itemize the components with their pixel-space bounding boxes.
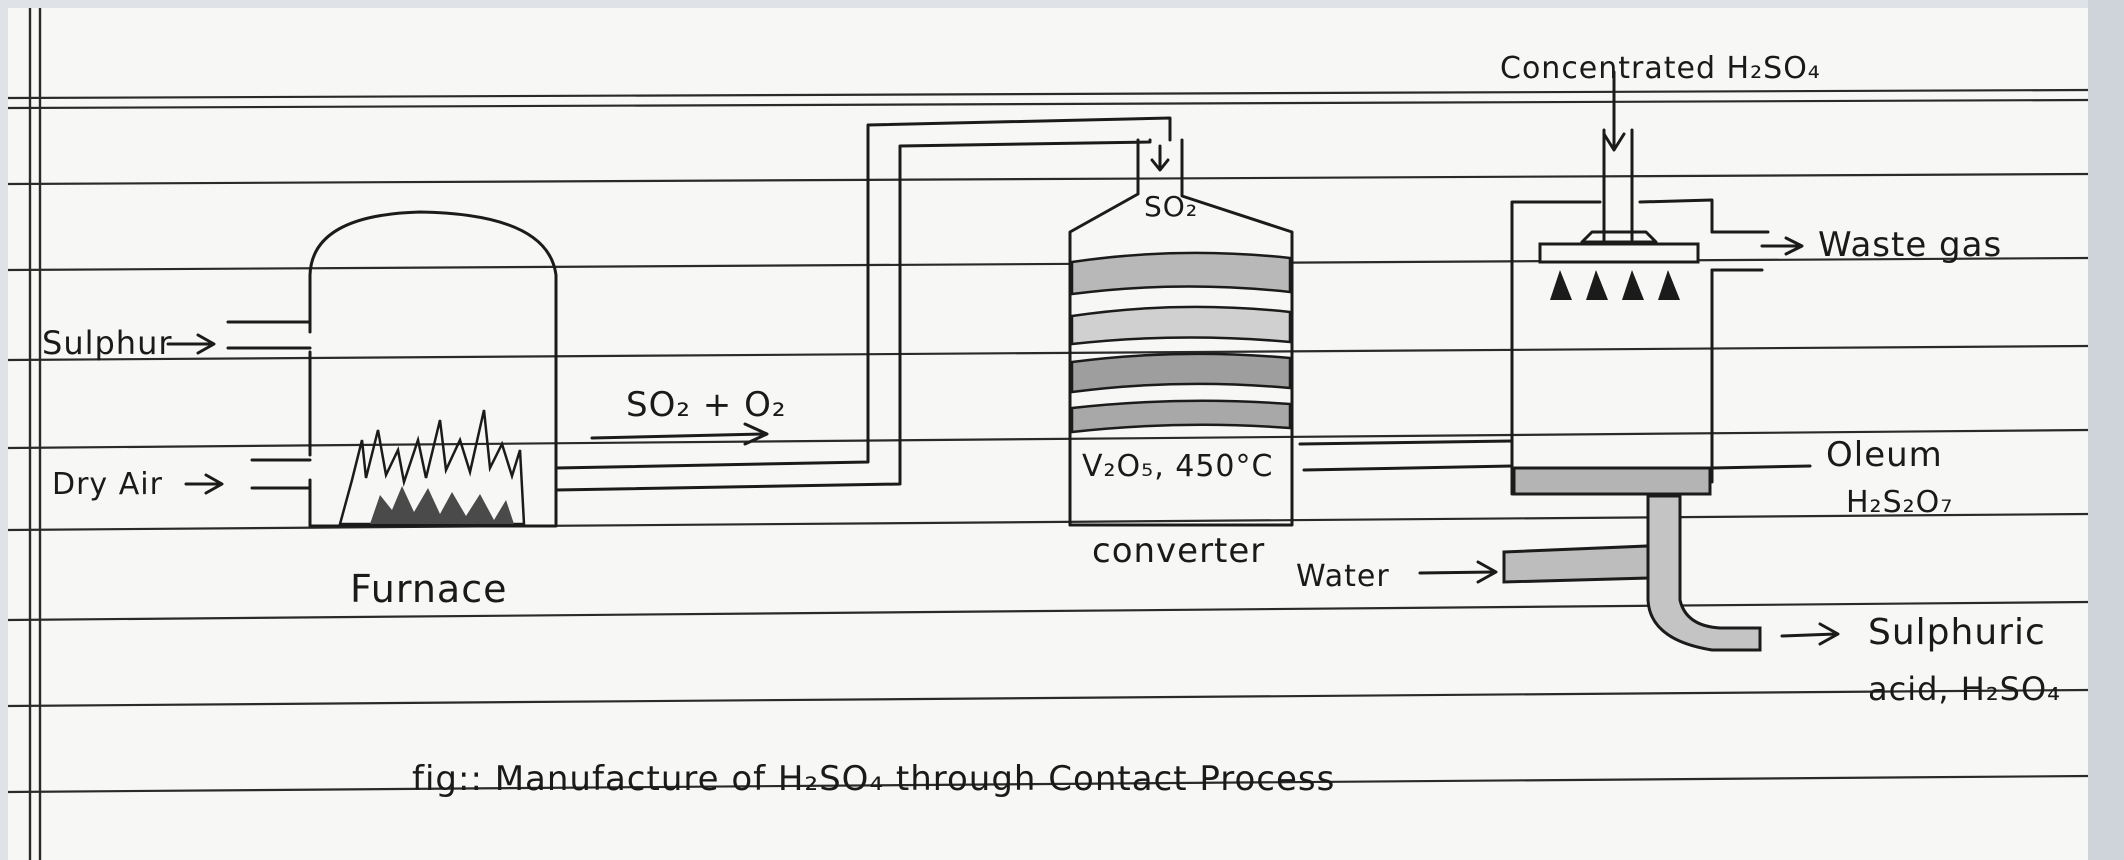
water-label: Water [1296,559,1390,594]
reactants-label: SO₂ + O₂ [626,385,786,425]
catalyst-label: V₂O₅, 450°C [1082,449,1273,484]
converter-label: converter [1092,531,1265,571]
waste-gas-label: Waste gas [1818,225,2002,265]
sulphuric-formula-label: acid, H₂SO₄ [1868,670,2061,708]
sulphuric-label: Sulphuric [1868,612,2046,653]
dry-air-label: Dry Air [52,467,163,502]
figure-caption: fig:: Manufacture of H₂SO₄ through Conta… [412,759,1335,799]
oleum-label: Oleum [1826,435,1943,475]
sulphur-label: Sulphur [42,324,173,362]
oleum-formula-label: H₂S₂O₇ [1846,485,1953,520]
so2-label: SO₂ [1144,190,1198,223]
furnace-label: Furnace [350,567,507,611]
concentrated-acid-label: Concentrated H₂SO₄ [1500,51,1821,86]
paper-sheet [8,8,2088,860]
